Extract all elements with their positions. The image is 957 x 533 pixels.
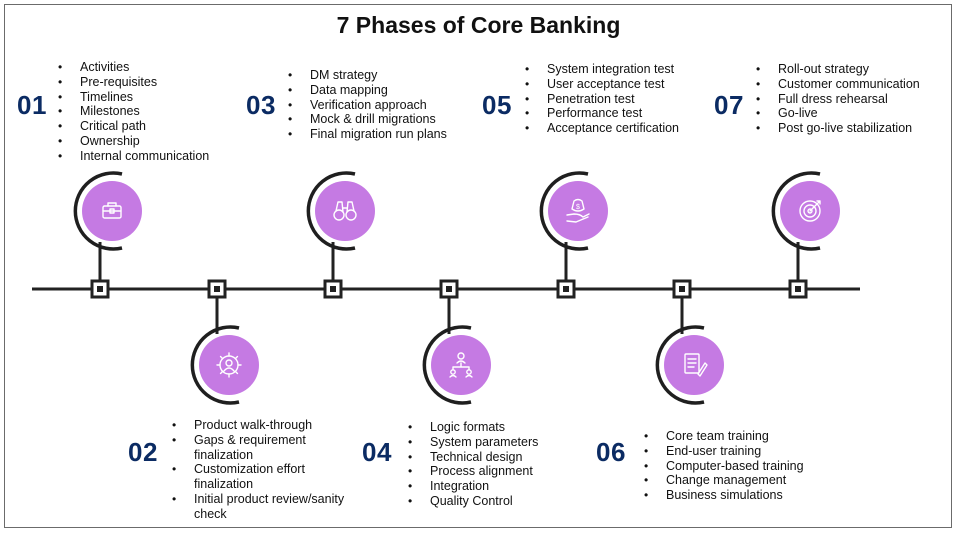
money-hand-icon: $	[566, 198, 590, 223]
gear-user-icon	[216, 352, 242, 378]
phase-number-04: 04	[362, 437, 392, 467]
phase-item: System integration test	[523, 62, 723, 77]
binoculars-icon	[333, 201, 357, 221]
phase-arc	[306, 171, 356, 251]
timeline-node-dot	[330, 286, 336, 292]
phase-item: Critical path	[56, 119, 236, 134]
phase-arc	[655, 325, 705, 405]
phase-number-03: 03	[246, 90, 276, 120]
phase-item: Business simulations	[642, 488, 827, 503]
phase-arc	[73, 171, 123, 251]
phase-list-04: Logic formatsSystem parametersTechnical …	[406, 420, 576, 509]
timeline-node-dot	[214, 286, 220, 292]
phase-item: End-user training	[642, 444, 827, 459]
phase-item: User acceptance test	[523, 77, 723, 92]
phase-item: Change management	[642, 473, 827, 488]
phase-item: Timelines	[56, 90, 236, 105]
timeline-node-dot	[795, 286, 801, 292]
phase-list-01: ActivitiesPre-requisitesTimelinesMilesto…	[56, 60, 236, 164]
timeline-node-dot	[563, 286, 569, 292]
phase-item: Internal communication	[56, 149, 236, 164]
phase-item: Computer-based training	[642, 459, 827, 474]
phase-list-05: System integration testUser acceptance t…	[523, 62, 723, 136]
phase-item: Performance test	[523, 106, 723, 121]
document-pen-icon	[684, 353, 708, 377]
phase-item: Acceptance certification	[523, 121, 723, 136]
phase-item: Go-live	[754, 106, 944, 121]
phase-item: Technical design	[406, 450, 576, 465]
phase-number-05: 05	[482, 90, 512, 120]
diagram-title: 7 Phases of Core Banking	[336, 12, 621, 38]
diagram-frame	[4, 4, 952, 528]
phase-arc	[190, 325, 240, 405]
phase-item: Logic formats	[406, 420, 576, 435]
org-chart-icon	[449, 352, 473, 378]
phase-item: Product walk-through	[170, 418, 355, 433]
phase-item: Penetration test	[523, 92, 723, 107]
phase-item: Post go-live stabilization	[754, 121, 944, 136]
phase-list-06: Core team trainingEnd-user trainingCompu…	[642, 429, 827, 503]
phase-item: Full dress rehearsal	[754, 92, 944, 107]
phase-item: Customization effort finalization	[170, 462, 355, 492]
briefcase-icon	[102, 202, 122, 219]
phase-item: Ownership	[56, 134, 236, 149]
phase-item: Process alignment	[406, 464, 576, 479]
phase-arc	[771, 171, 821, 251]
phase-item: System parameters	[406, 435, 576, 450]
phase-item: Data mapping	[286, 83, 476, 98]
phase-list-02: Product walk-throughGaps & requirement f…	[170, 418, 355, 522]
phase-item: Verification approach	[286, 98, 476, 113]
phase-item: Integration	[406, 479, 576, 494]
phase-item: Customer communication	[754, 77, 944, 92]
phase-item: Gaps & requirement finalization	[170, 433, 355, 463]
phase-list-07: Roll-out strategyCustomer communicationF…	[754, 62, 944, 136]
phase-item: Pre-requisites	[56, 75, 236, 90]
phase-item: Quality Control	[406, 494, 576, 509]
phase-item: Initial product review/sanity check	[170, 492, 355, 522]
phase-circle	[664, 335, 724, 395]
phase-item: Milestones	[56, 104, 236, 119]
phase-item: Mock & drill migrations	[286, 112, 476, 127]
target-icon	[799, 200, 821, 222]
phase-circle	[315, 181, 375, 241]
phase-number-06: 06	[596, 437, 626, 467]
phase-number-02: 02	[128, 437, 158, 467]
phase-item: Activities	[56, 60, 236, 75]
phase-item: Final migration run plans	[286, 127, 476, 142]
svg-text:$: $	[576, 204, 580, 211]
timeline-node-dot	[679, 286, 685, 292]
phase-item: DM strategy	[286, 68, 476, 83]
timeline-node-dot	[97, 286, 103, 292]
timeline-node-dot	[446, 286, 452, 292]
phase-item: Core team training	[642, 429, 827, 444]
phase-arc	[422, 325, 472, 405]
phase-circle	[199, 335, 259, 395]
phase-item: Roll-out strategy	[754, 62, 944, 77]
phase-list-03: DM strategyData mappingVerification appr…	[286, 68, 476, 142]
phase-arc	[539, 171, 589, 251]
phase-number-01: 01	[17, 90, 47, 120]
